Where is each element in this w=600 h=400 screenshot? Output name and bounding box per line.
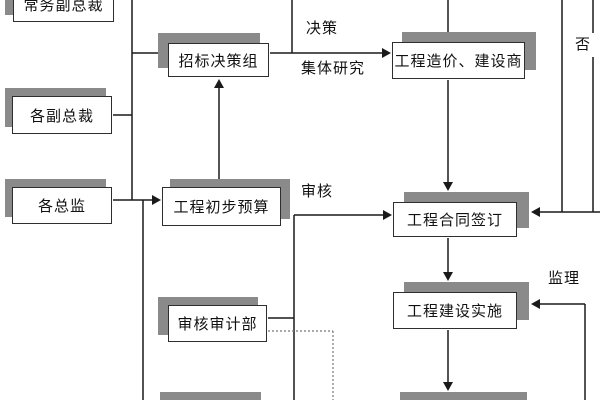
arrowhead-right [152,195,161,205]
flow-box-bid-decision-group: 招标决策组 [168,43,269,77]
flow-box-label-cost-contractor: 工程造价、建设商 [394,52,523,70]
flow-box-exec-vp: 常务副总裁 [13,0,114,22]
flow-box-contract-signing: 工程合同签订 [393,202,517,237]
flow-box-label-vps: 各副总裁 [29,106,94,125]
flow-box-preliminary-budget: 工程初步预算 [162,187,281,226]
arrowhead-down [443,382,453,391]
flow-box-audit-dept: 审核审计部 [168,305,267,342]
edge-label-decision: 决策 [306,19,339,37]
flow-box-directors: 各总监 [12,187,112,224]
arrowhead-right [382,48,391,58]
arrowhead-down [443,272,453,281]
arrowhead-left [531,207,540,217]
flow-box-label-exec-vp: 常务副总裁 [23,0,104,14]
flow-box-label-bid-decision-group: 招标决策组 [178,51,259,70]
arrowhead-up [214,79,224,88]
arrowhead-down [443,182,453,191]
arrowhead-left [531,299,540,309]
flow-box-label-directors: 各总监 [37,197,86,215]
arrowhead-right [383,210,392,220]
flow-box-construction: 工程建设实施 [393,292,517,329]
box-shadow-bottom-right-box [400,392,527,400]
flow-box-label-audit-dept: 审核审计部 [177,315,258,333]
flow-box-label-preliminary-budget: 工程初步预算 [173,198,270,216]
flow-box-cost-contractor: 工程造价、建设商 [392,42,525,79]
edge-label-supervision: 监理 [548,269,581,287]
box-shadow-bottom-left-box [160,392,261,400]
edge-label-no: 否 [572,35,595,54]
flow-box-vps: 各副总裁 [12,96,112,134]
flow-box-label-construction: 工程建设实施 [406,302,503,320]
edge-label-review: 审核 [301,182,334,200]
flow-box-label-contract-signing: 工程合同签订 [406,211,503,229]
edge-label-collective-research: 集体研究 [301,59,366,77]
